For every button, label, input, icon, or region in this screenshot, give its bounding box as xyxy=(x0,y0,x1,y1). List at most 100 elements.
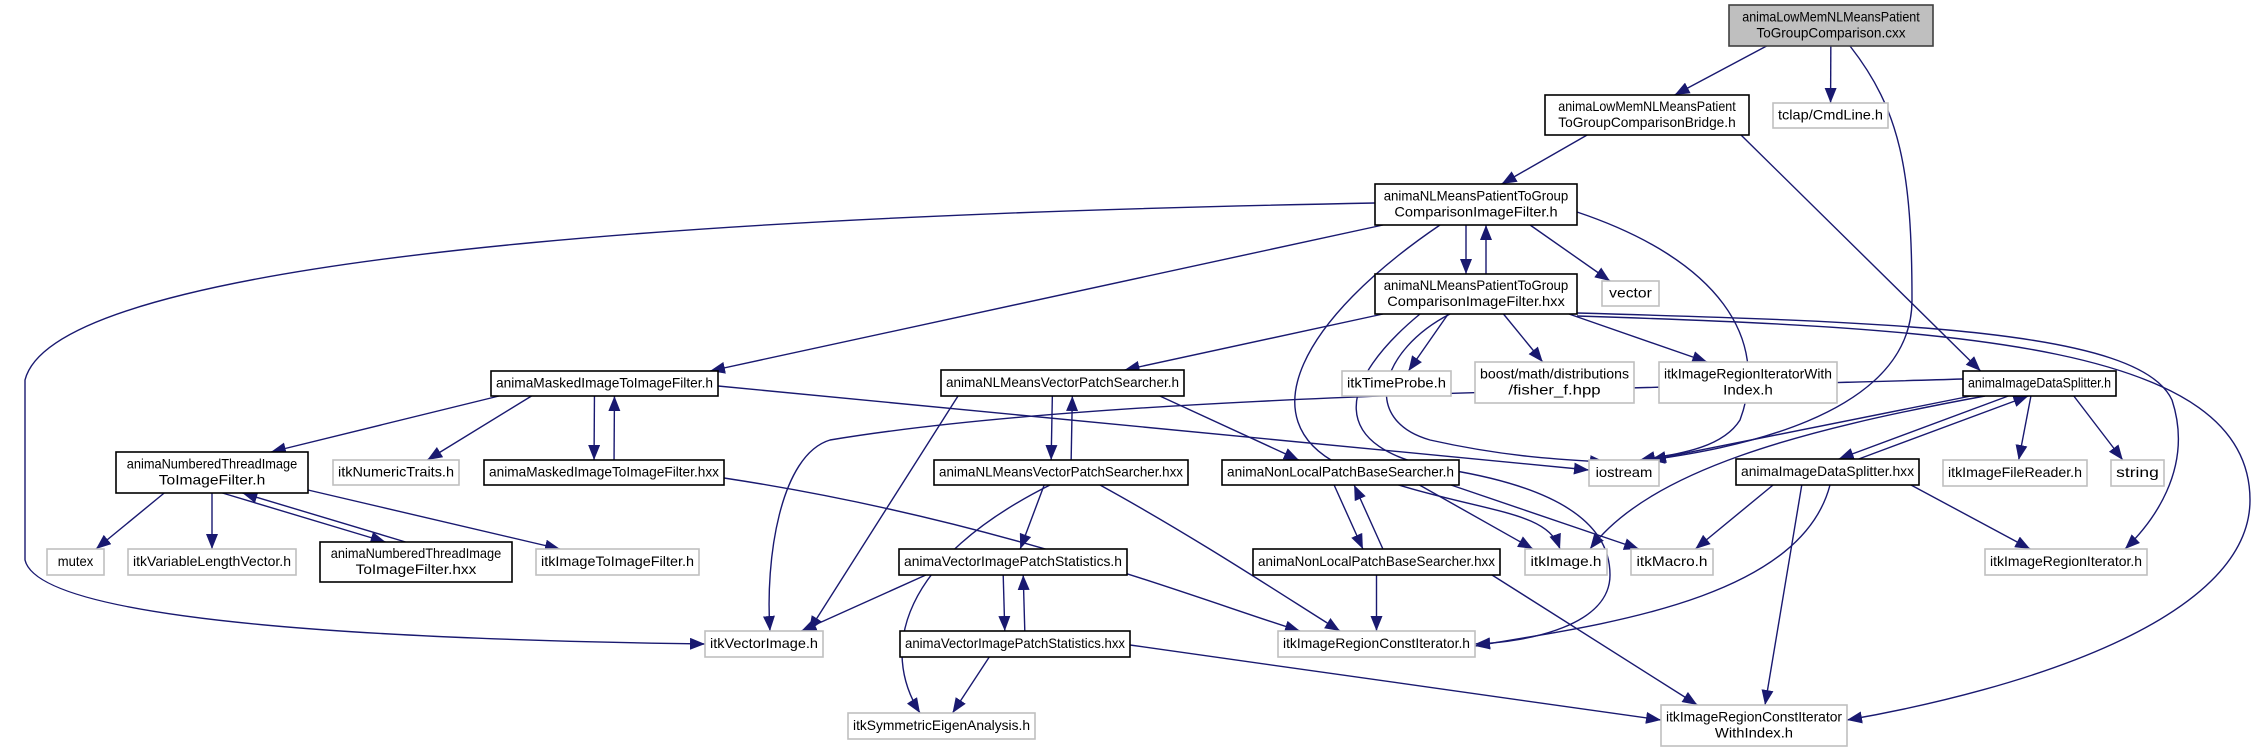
node-nlpbs-h[interactable]: animaNonLocalPatchBaseSearcher.h xyxy=(1221,459,1460,486)
node-root[interactable]: animaLowMemNLMeansPatientToGroupComparis… xyxy=(1728,4,1934,47)
node-masked-hxx[interactable]: animaMaskedImageToImageFilter.hxx xyxy=(483,459,725,486)
edge-vips_hxx-to-irciwi xyxy=(1129,644,1662,724)
node-label: boost/math/distributions xyxy=(1480,366,1629,382)
node-box xyxy=(899,630,1131,658)
edge-nlmvps_hxx-to-irci xyxy=(1099,484,1341,632)
node-label: animaNumberedThreadImage xyxy=(127,456,298,472)
edge-nlmvps_h-to-nlmvps_hxx xyxy=(1045,395,1058,461)
node-iri: itkImageRegionIterator.h xyxy=(1984,548,2148,576)
node-box xyxy=(704,630,824,658)
node-label: ToGroupComparisonBridge.h xyxy=(1558,114,1736,130)
edge-ptgif_hxx-to-iostream xyxy=(1385,313,1606,468)
node-box xyxy=(1474,361,1635,404)
edge-numthread_h-to-img2img xyxy=(307,489,561,552)
edge-nlmvps_h-to-vecimage xyxy=(808,395,959,632)
node-box xyxy=(1588,459,1660,487)
node-varlen: itkVariableLengthVector.h xyxy=(127,548,297,576)
node-box xyxy=(2110,459,2165,487)
node-nlmvps-h[interactable]: animaNLMeansVectorPatchSearcher.h xyxy=(940,369,1185,397)
node-splitter-hxx[interactable]: animaImageDataSplitter.hxx xyxy=(1735,458,1920,486)
node-label: ToGroupComparison.cxx xyxy=(1756,25,1905,41)
edge-vips_h-to-vecimage xyxy=(801,574,927,632)
node-symeig: itkSymmetricEigenAnalysis.h xyxy=(847,712,1036,740)
edge-ptgif_hxx-to-iriwi xyxy=(1568,313,1708,363)
node-box xyxy=(1962,370,2117,397)
node-label: animaNLMeansVectorPatchSearcher.h xyxy=(946,374,1179,390)
node-box xyxy=(898,548,1128,576)
edge-splitter_h-to-filereader xyxy=(2015,395,2032,461)
node-irci: itkImageRegionConstIterator.h xyxy=(1277,630,1476,658)
node-box xyxy=(332,459,460,486)
node-vips-h[interactable]: animaVectorImagePatchStatistics.h xyxy=(898,548,1128,576)
node-nlpbs-hxx[interactable]: animaNonLocalPatchBaseSearcher.hxx xyxy=(1252,548,1501,576)
node-label: animaLowMemNLMeansPatient xyxy=(1742,9,1920,25)
node-box xyxy=(535,548,700,576)
edge-ptgif_h-to-iostream xyxy=(1576,211,1749,463)
node-box xyxy=(46,548,105,576)
node-box xyxy=(1524,548,1608,576)
node-splitter-h[interactable]: animaImageDataSplitter.h xyxy=(1962,370,2117,397)
node-label: iostream xyxy=(1596,464,1653,480)
node-label: string xyxy=(2116,464,2159,480)
node-numthread-hxx[interactable]: animaNumberedThreadImageToImageFilter.hx… xyxy=(319,541,513,583)
edge-ptgif_hxx-to-irci xyxy=(1355,313,1611,650)
node-box xyxy=(483,459,725,486)
node-label: animaMaskedImageToImageFilter.hxx xyxy=(489,464,719,480)
node-label: ComparisonImageFilter.h xyxy=(1394,204,1557,220)
edge-root-to-iostream xyxy=(1649,45,1913,464)
edge-nlmvps_h-to-nlpbs_h xyxy=(1159,395,1300,461)
node-box xyxy=(490,370,719,397)
node-label: itkVariableLengthVector.h xyxy=(133,553,291,569)
node-box xyxy=(1341,370,1452,397)
node-label: itkImageRegionConstIterator.h xyxy=(1283,635,1470,651)
node-masked-h[interactable]: animaMaskedImageToImageFilter.h xyxy=(490,370,719,397)
node-label: itkImageToImageFilter.h xyxy=(541,553,694,569)
node-box xyxy=(1252,548,1501,576)
node-label: itkSymmetricEigenAnalysis.h xyxy=(853,717,1030,733)
edge-bridge-to-splitter_h xyxy=(1740,134,1982,372)
node-label: itkImageRegionIteratorWith xyxy=(1664,366,1832,382)
node-box xyxy=(940,369,1185,397)
node-box xyxy=(1658,361,1838,404)
node-box xyxy=(127,548,297,576)
node-box xyxy=(847,712,1036,740)
node-label: tclap/CmdLine.h xyxy=(1778,107,1883,123)
node-label: itkTimeProbe.h xyxy=(1347,375,1446,391)
node-ptgif-hxx[interactable]: animaNLMeansPatientToGroupComparisonImag… xyxy=(1374,273,1578,315)
edge-ptgif_h-to-vector xyxy=(1529,224,1611,282)
edge-splitter_hxx-to-iri xyxy=(1910,484,2031,550)
edge-vips_hxx-to-symeig xyxy=(951,656,990,714)
edge-nlmvps_hxx-to-nlmvps_h xyxy=(1066,395,1079,461)
edge-masked_h-to-iostream xyxy=(717,385,1590,475)
node-label: animaVectorImagePatchStatistics.h xyxy=(904,553,1122,569)
edge-ptgif_h-to-vecimage xyxy=(24,202,1376,650)
node-nlmvps-hxx[interactable]: animaNLMeansVectorPatchSearcher.hxx xyxy=(933,459,1189,486)
node-box xyxy=(1277,630,1476,658)
node-vips-hxx[interactable]: animaVectorImagePatchStatistics.hxx xyxy=(899,630,1131,658)
edge-nlpbs_h-to-itkimage xyxy=(1419,484,1534,550)
node-timeprobe: itkTimeProbe.h xyxy=(1341,370,1452,397)
node-box xyxy=(1728,4,1934,47)
node-box xyxy=(1630,548,1714,576)
node-label: ComparisonImageFilter.hxx xyxy=(1387,293,1565,309)
node-label: itkImageFileReader.h xyxy=(1948,464,2082,480)
node-string: string xyxy=(2110,459,2165,487)
node-label: WithIndex.h xyxy=(1715,725,1793,741)
node-ptgif-h[interactable]: animaNLMeansPatientToGroupComparisonImag… xyxy=(1374,183,1578,226)
node-bridge[interactable]: animaLowMemNLMeansPatientToGroupComparis… xyxy=(1544,94,1750,136)
node-label: animaImageDataSplitter.hxx xyxy=(1741,463,1914,479)
node-label: ToImageFilter.hxx xyxy=(356,561,477,577)
edge-nlmvps_hxx-to-symeig xyxy=(901,484,1051,714)
node-box xyxy=(319,541,513,583)
edge-numthread_h-to-numthread_hxx xyxy=(222,492,386,544)
node-box xyxy=(1374,183,1578,226)
node-itkimage: itkImage.h xyxy=(1524,548,1608,576)
node-label: animaMaskedImageToImageFilter.h xyxy=(496,375,713,391)
node-label: animaNumberedThreadImage xyxy=(331,545,502,561)
edge-ptgif_hxx-to-iri xyxy=(1576,312,2179,550)
node-vecimage: itkVectorImage.h xyxy=(704,630,824,658)
edge-splitter_hxx-to-itkmacro xyxy=(1694,484,1774,550)
